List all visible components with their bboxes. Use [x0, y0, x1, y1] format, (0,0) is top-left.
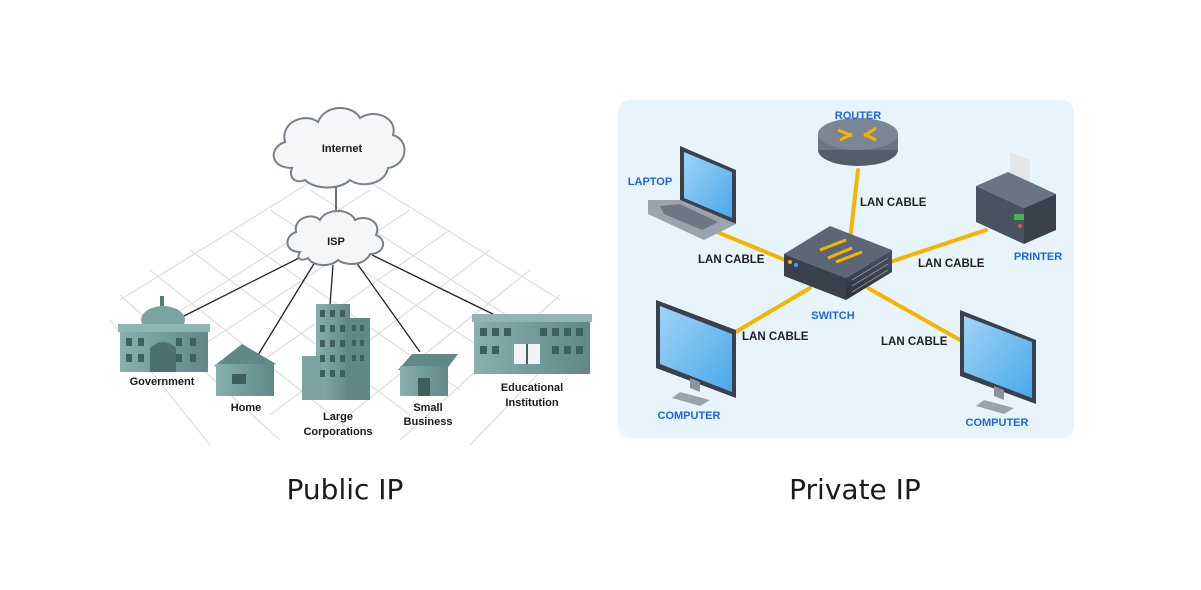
public-ip-diagram: Internet ISP Government Home [109, 107, 592, 446]
laptop-icon [648, 146, 736, 240]
laptop-cable-label: LAN CABLE [698, 254, 765, 266]
router-cable-label: LAN CABLE [860, 197, 927, 209]
internet-label: Internet [322, 143, 363, 155]
printer-label: PRINTER [1014, 251, 1062, 263]
computer-left-label: COMPUTER [658, 410, 721, 422]
printer-cable-label: LAN CABLE [918, 258, 985, 270]
public-links [179, 182, 506, 356]
isp-cloud: ISP [286, 210, 385, 266]
home-icon [214, 344, 276, 396]
small-business-building-icon [398, 354, 458, 396]
laptop-label: LAPTOP [628, 176, 672, 188]
large-corporations-building-icon [302, 304, 370, 400]
switch-icon [784, 226, 892, 300]
lan-cables [710, 168, 988, 342]
router-icon [818, 118, 898, 166]
educational-institution-label-line1: Educational [501, 382, 563, 394]
government-label: Government [130, 376, 195, 388]
computer-right-cable-label: LAN CABLE [881, 336, 948, 348]
computer-right-icon [960, 310, 1036, 414]
public-ip-caption: Public IP [287, 473, 404, 506]
computer-right-label: COMPUTER [966, 417, 1029, 429]
switch-label: SWITCH [811, 310, 854, 322]
small-business-label-line1: Small [413, 402, 442, 414]
small-business-label-line2: Business [404, 416, 453, 428]
internet-cloud: Internet [272, 107, 406, 189]
home-label: Home [231, 402, 262, 414]
isp-label: ISP [327, 236, 345, 248]
educational-institution-building-icon [472, 314, 592, 374]
computer-left-icon [656, 300, 736, 406]
large-corporations-label-line2: Corporations [303, 426, 372, 438]
router-label: ROUTER [835, 110, 882, 122]
private-ip-diagram: ROUTER LAN CABLE LAPTOP LAN CABLE SWITCH [618, 100, 1074, 438]
computer-left-cable-label: LAN CABLE [742, 331, 809, 343]
printer-icon [976, 152, 1056, 244]
government-building-icon [118, 296, 210, 372]
private-ip-caption: Private IP [789, 473, 921, 506]
educational-institution-label-line2: Institution [505, 397, 558, 409]
large-corporations-label-line1: Large [323, 411, 353, 423]
